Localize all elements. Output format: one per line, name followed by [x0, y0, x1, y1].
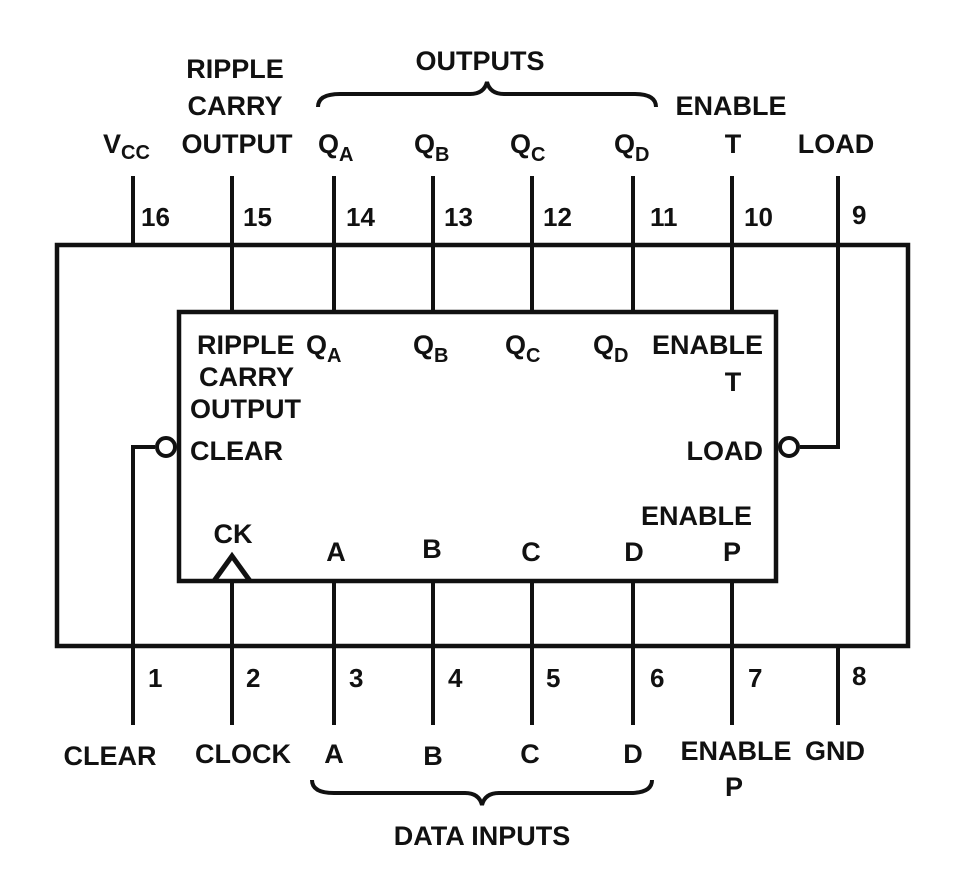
top-label-ripple-3: OUTPUT	[182, 129, 294, 159]
top-label-load: LOAD	[798, 129, 875, 159]
inner-label-in-a: A	[326, 537, 346, 567]
bottom-label-clock: CLOCK	[195, 739, 291, 769]
inner-label-qd: QD	[593, 330, 628, 367]
pin-number: 12	[543, 202, 572, 232]
inner-label-in-p: P	[723, 537, 741, 567]
pin-number: 2	[246, 663, 260, 693]
top-label-vcc: VCC	[103, 129, 150, 164]
pin-number: 13	[444, 202, 473, 232]
bottom-label-d: D	[623, 739, 643, 769]
inner-label-enable-t-2: T	[725, 367, 742, 397]
top-label-qd: QD	[614, 129, 649, 166]
inner-label-ripple-1: RIPPLE	[197, 330, 295, 360]
clear-inversion-bubble	[155, 436, 177, 458]
inner-label-qa: QA	[306, 330, 341, 367]
inner-label-in-d: D	[624, 537, 644, 567]
top-pin-wires	[131, 176, 840, 449]
pin-number: 5	[546, 663, 560, 693]
pin-number: 15	[243, 202, 272, 232]
data-inputs-header: DATA INPUTS	[394, 821, 571, 851]
inner-label-ripple-3: OUTPUT	[190, 394, 302, 424]
bottom-label-enable-2: P	[725, 772, 743, 802]
package-outline	[54, 242, 911, 649]
inner-label-clear: CLEAR	[190, 436, 283, 466]
data-inputs-brace	[310, 779, 654, 806]
pin-number: 9	[852, 200, 866, 230]
pin-number: 7	[748, 663, 762, 693]
pin-number: 10	[744, 202, 773, 232]
pin-number: 6	[650, 663, 664, 693]
inner-label-in-b: B	[422, 534, 442, 564]
bottom-label-b: B	[423, 741, 443, 771]
top-label-qb: QB	[414, 129, 449, 166]
pin-9-wire	[800, 176, 840, 449]
bottom-label-c: C	[520, 739, 540, 769]
inner-label-enable-t-1: ENABLE	[652, 330, 763, 360]
bottom-label-a: A	[324, 739, 344, 769]
bottom-label-gnd: GND	[805, 736, 865, 766]
bottom-pin-wires	[131, 445, 840, 725]
pin-number: 3	[349, 663, 363, 693]
bottom-label-clear: CLEAR	[64, 741, 157, 771]
top-label-ripple-1: RIPPLE	[186, 54, 284, 84]
pin-number: 14	[346, 202, 375, 232]
inner-label-ripple-2: CARRY	[199, 362, 294, 392]
pin-number: 4	[448, 663, 463, 693]
pin-number: 11	[650, 202, 678, 232]
inner-label-qb: QB	[413, 330, 448, 367]
clock-edge-triangle	[211, 551, 253, 583]
logic-block	[176, 309, 779, 584]
pin-number: 16	[141, 202, 170, 232]
inner-label-enable-p-1: ENABLE	[641, 501, 752, 531]
pin-1-wire	[131, 445, 155, 725]
top-label-qc: QC	[510, 129, 545, 166]
top-label-enable: ENABLE	[675, 91, 786, 121]
bottom-label-enable-1: ENABLE	[680, 736, 791, 766]
top-label-ripple-2: CARRY	[187, 91, 282, 121]
load-inversion-bubble	[778, 436, 800, 458]
top-label-t: T	[725, 129, 742, 159]
pin-number: 8	[852, 661, 866, 691]
inner-label-in-c: C	[521, 537, 541, 567]
inner-label-qc: QC	[505, 330, 540, 367]
top-label-qa: QA	[318, 129, 353, 166]
inner-label-ck: CK	[214, 519, 253, 549]
outputs-header: OUTPUTS	[415, 46, 544, 76]
pin-number: 1	[148, 663, 162, 693]
outputs-brace	[316, 81, 658, 108]
inner-label-load: LOAD	[687, 436, 764, 466]
